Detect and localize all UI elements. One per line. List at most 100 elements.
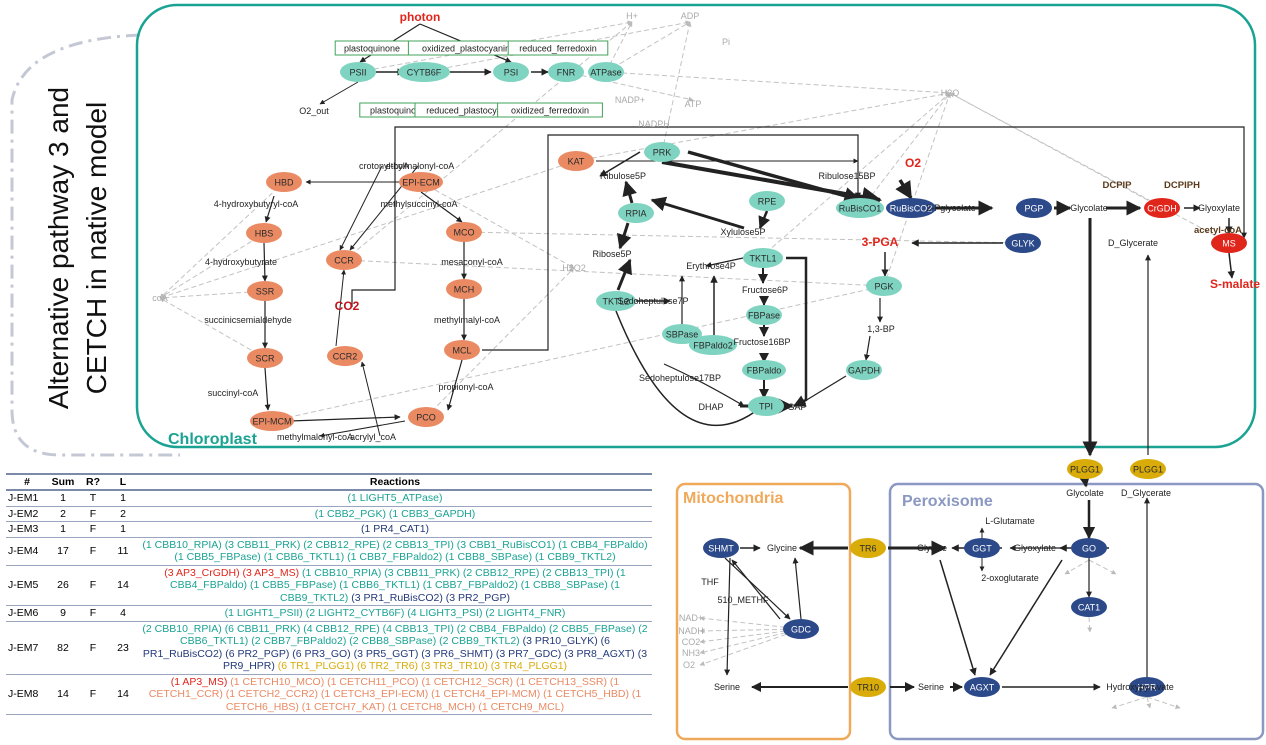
- enzyme-shape-gdc: [783, 619, 819, 639]
- enzyme-label-psii: PSII: [349, 68, 366, 78]
- enzyme-label-scr: SCR: [255, 354, 275, 364]
- reaction-edge: [705, 257, 744, 268]
- metabolite-s-malate: S-malate: [1210, 277, 1260, 291]
- metabolite-h2o2: H2O2: [562, 263, 586, 273]
- cell-l: 14: [108, 565, 138, 606]
- metabolite-dcpiph: DCPIPH: [1164, 180, 1200, 191]
- boxed-metabolite-label: plastoquinol: [370, 106, 418, 116]
- cell-id: J-EM2: [6, 506, 48, 522]
- reaction-edge: [319, 81, 359, 105]
- cofactor-edge: [423, 20, 691, 73]
- table-header-row: # Sum R? L Reactions: [6, 473, 652, 491]
- enzyme-label-fbpaldo2: FBPaldo2: [693, 341, 733, 351]
- enzyme-hbd: HBD: [266, 172, 302, 192]
- boxed-metabolite-label: reduced_ferredoxin: [519, 44, 597, 54]
- metabolite-acetyl-coa: acetyl-coA: [1194, 225, 1242, 236]
- metabolite-glycine-copy: Glycine: [917, 543, 947, 553]
- reaction-edge: [264, 195, 275, 223]
- enzyme-label-plgg1-2: PLGG1: [1133, 465, 1163, 475]
- reaction-group: (1 CBB10_RPIA) (3 CBB11_PRK) (2 CBB12_RP…: [170, 566, 626, 604]
- cell-reactions: (3 AP3_CrGDH) (3 AP3_MS) (1 CBB10_RPIA) …: [138, 565, 652, 606]
- enzyme-shape-psii: [340, 62, 376, 82]
- reaction-edge: [616, 222, 632, 250]
- cofactor-edge: [759, 92, 951, 259]
- enzyme-psii: PSII: [340, 62, 376, 82]
- metabolite-ethylmalonyl-coa: ethylmalonyl-coA: [386, 161, 455, 171]
- cofactor-edge: [661, 21, 692, 153]
- enzyme-shape-tr6: [850, 538, 886, 558]
- reaction-edge: [661, 160, 882, 207]
- cell-l: 14: [108, 674, 138, 715]
- enzyme-shape-fbpaldo2: [689, 335, 737, 355]
- enzyme-shape-plgg1-2: [1130, 459, 1166, 479]
- enzyme-label-plgg1-1: PLGG1: [1070, 465, 1100, 475]
- metabolite-dcpip: DCPIP: [1102, 180, 1132, 191]
- enzyme-shape-glyk: [1005, 233, 1041, 253]
- cell-sum: 9: [48, 605, 78, 622]
- cell-l: 1: [108, 521, 138, 538]
- enzyme-label-go: GO: [1082, 544, 1096, 554]
- metabolite-d-glycerate: D_Glycerate: [1108, 238, 1158, 248]
- metabolite-glycolate: Glycolate: [1070, 203, 1108, 213]
- cell-r: F: [78, 565, 108, 606]
- metabolite-3-pga: 3-PGA: [862, 235, 899, 249]
- reaction-edge: [863, 335, 871, 361]
- cofactor-edge: [344, 21, 633, 261]
- reaction-group: (3 PR10_GLYK) (6 PR1_RuBisCO2) (6 PR2_PG…: [142, 635, 648, 672]
- mitochondria-frame: [675, 482, 852, 741]
- reaction-edge: [599, 151, 641, 177]
- cell-id: J-EM8: [6, 674, 48, 715]
- enzyme-tktl1: TKTL1: [743, 248, 783, 268]
- reaction-group: (1 CETCH10_MCO) (1 CETCH11_PCO) (1 CETCH…: [148, 675, 642, 713]
- enzyme-label-cytb6f: CYTB6F: [407, 68, 442, 78]
- enzyme-kat: KAT: [558, 151, 594, 171]
- cofactor-edge: [159, 160, 577, 299]
- enzyme-shape-cytb6f: [398, 62, 450, 82]
- metabolite-glyoxylate: Glyoxylate: [1198, 203, 1240, 213]
- cell-sum: 1: [48, 521, 78, 538]
- reaction-group: (1 PR4_CAT1): [360, 523, 430, 535]
- metabolite-succinyl-coa: succinyl-coA: [208, 388, 259, 398]
- enzyme-shape-pgp: [1016, 198, 1052, 218]
- enzyme-shape-ccr: [326, 250, 362, 270]
- cofactor-edge: [605, 21, 691, 73]
- cell-reactions: (1 LIGHT5_ATPase): [138, 490, 652, 507]
- cell-reactions: (2 CBB10_RPIA) (6 CBB11_PRK) (4 CBB12_RP…: [138, 621, 652, 675]
- enzyme-label-epi-mcm: EPI-MCM: [253, 417, 292, 427]
- enzyme-shape-agxt: [964, 677, 1000, 697]
- metabolite-thf: THF: [701, 577, 719, 587]
- metabolite-glycine: Glycine: [767, 543, 797, 553]
- enzyme-label-mcl: MCL: [452, 346, 471, 356]
- enzyme-fbpase: FBPase: [746, 305, 782, 325]
- enzyme-cat1: CAT1: [1071, 597, 1107, 617]
- enzyme-plgg1-1: PLGG1: [1067, 459, 1103, 479]
- enzyme-label-ms: MS: [1222, 239, 1236, 249]
- enzyme-shape-tktl1: [743, 248, 783, 268]
- enzyme-label-atpase: ATPase: [590, 68, 621, 78]
- metabolite-propionyl-coa: propionyl-coA: [438, 382, 493, 392]
- metabolite-succinicsemialdehyde: succinicsemialdehyde: [204, 315, 292, 325]
- enzyme-label-pco: PCO: [416, 413, 436, 423]
- enzyme-shape-ms: [1211, 233, 1247, 253]
- metabolite-ribulose15bp: Ribulose15BP: [818, 171, 875, 181]
- enzyme-shape-hbs: [246, 223, 282, 243]
- boxed-metabolite-oxidized-ferredoxin: oxidized_ferredoxin: [497, 102, 603, 118]
- metabolite-nh3: NH3: [682, 648, 700, 658]
- reaction-edge: [482, 134, 861, 351]
- enzyme-shape-rubisco1: [836, 198, 884, 218]
- cell-id: J-EM4: [6, 537, 48, 566]
- enzyme-psi: PSI: [493, 62, 529, 82]
- cofactor-edge: [271, 284, 885, 422]
- metabolite-co2: CO2: [335, 299, 360, 313]
- reaction-edge: [335, 269, 347, 347]
- enzyme-agxt: AGXT: [964, 677, 1000, 697]
- reaction-edge: [989, 559, 1063, 676]
- reaction-group: (6 TR1_PLGG1) (6 TR2_TR6) (3 TR3_TR10) (…: [274, 660, 568, 672]
- enzyme-shape-shmt: [703, 538, 739, 558]
- enzyme-pgk: PGK: [866, 276, 902, 296]
- enzyme-pco: PCO: [408, 407, 444, 427]
- enzyme-shape-rubisco2: [886, 198, 936, 218]
